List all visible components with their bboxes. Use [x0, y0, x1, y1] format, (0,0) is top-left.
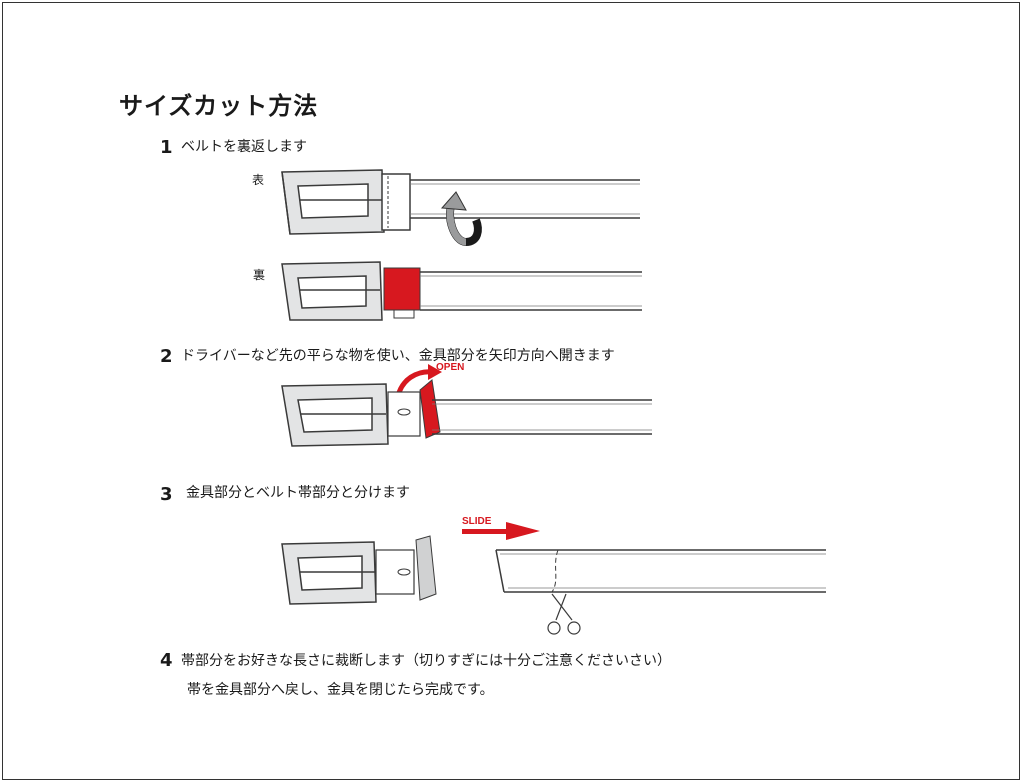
- buckle: [281, 383, 389, 447]
- belt-strap-cut: [495, 549, 826, 593]
- belt-open-figure: OPEN: [281, 362, 652, 447]
- slide-arrow-icon: [462, 522, 540, 540]
- step-3-number: 3: [160, 484, 173, 505]
- belt-strap: [432, 399, 652, 435]
- open-badge: OPEN: [436, 362, 464, 373]
- step-1-number: 1: [160, 137, 173, 158]
- scissors-icon: [547, 593, 581, 635]
- buckle: [281, 261, 383, 321]
- belt-slide-figure: SLIDE: [281, 516, 826, 635]
- slide-badge: SLIDE: [462, 516, 492, 527]
- belt-loop: [381, 173, 411, 231]
- buckle: [281, 541, 377, 605]
- page-title: サイズカット方法: [119, 92, 319, 120]
- step-1-text: ベルトを裏返します: [181, 139, 307, 155]
- belt-front-figure: [281, 169, 640, 247]
- belt-strap: [410, 179, 640, 219]
- step-4-number: 4: [160, 650, 173, 671]
- step-2-number: 2: [160, 346, 173, 367]
- step-4-text: 帯部分をお好きな長さに裁断します（切りすぎには十分ご注意くださいさい）: [181, 653, 671, 669]
- front-label: 表: [252, 173, 265, 187]
- belt-strap: [420, 271, 642, 311]
- clamp-red: [383, 267, 421, 311]
- belt-back-figure: [281, 261, 642, 321]
- step-2-text: ドライバーなど先の平らな物を使い、金具部分を矢印方向へ開きます: [181, 348, 615, 364]
- clamp-open: [415, 535, 437, 601]
- buckle: [281, 169, 385, 235]
- back-label: 裏: [253, 268, 266, 282]
- rotate-arrow-icon: [440, 191, 482, 247]
- clamp-red: [419, 379, 441, 439]
- step-3-text: 金具部分とベルト帯部分と分けます: [186, 485, 410, 501]
- step-4-text-2: 帯を金具部分へ戻し、金具を閉じたら完成です。: [187, 682, 494, 698]
